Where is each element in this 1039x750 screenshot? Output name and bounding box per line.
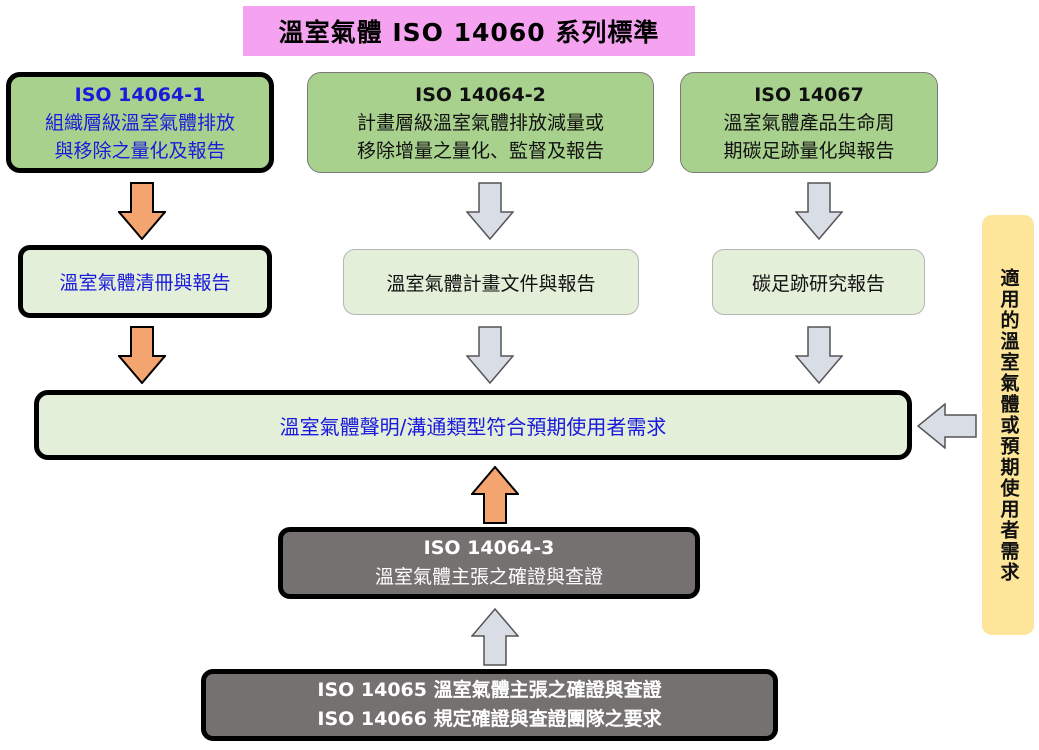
left-arrow-icon <box>917 403 977 449</box>
standard-code: ISO 14064-1 <box>74 83 206 106</box>
bottom-line1: ISO 14065 溫室氣體主張之確證與查證 <box>317 679 662 701</box>
standard-code: ISO 14067 <box>754 83 864 106</box>
down-arrow-icon <box>795 326 843 384</box>
verification-box-iso-14064-3: ISO 14064-3 溫室氣體主張之確證與查證 <box>278 527 700 599</box>
down-arrow-icon <box>466 182 514 240</box>
side-note-text: 適用的溫室氣體或預期使用者需求 <box>997 267 1020 583</box>
standard-desc-line2: 與移除之量化及報告 <box>54 139 226 162</box>
verification-code: ISO 14064-3 <box>423 537 555 559</box>
bottom-box-iso-14065-14066: ISO 14065 溫室氣體主張之確證與查證 ISO 14066 規定確證與查證… <box>201 669 778 741</box>
diagram-title: 溫室氣體 ISO 14060 系列標準 <box>243 6 695 56</box>
standard-desc-line1: 組織層級溫室氣體排放 <box>44 111 235 134</box>
output-box-project-report: 溫室氣體計畫文件與報告 <box>343 249 639 315</box>
down-arrow-icon <box>118 182 166 240</box>
up-arrow-icon <box>471 466 519 524</box>
standard-code: ISO 14064-2 <box>415 83 546 106</box>
claim-box: 溫室氣體聲明/溝通類型符合預期使用者需求 <box>34 390 912 460</box>
down-arrow-icon <box>118 326 166 384</box>
down-arrow-icon <box>795 182 843 240</box>
standard-box-iso-14064-1: ISO 14064-1 組織層級溫室氣體排放 與移除之量化及報告 <box>6 72 274 173</box>
output-box-inventory-report: 溫室氣體清冊與報告 <box>18 245 272 318</box>
verification-desc: 溫室氣體主張之確證與查證 <box>374 566 603 588</box>
bottom-line2: ISO 14066 規定確證與查證團隊之要求 <box>317 708 662 730</box>
standard-desc-line2: 移除增量之量化、監督及報告 <box>356 139 604 162</box>
up-arrow-icon <box>471 608 519 666</box>
down-arrow-icon <box>466 326 514 384</box>
standard-box-iso-14064-2: ISO 14064-2 計畫層級溫室氣體排放減量或 移除增量之量化、監督及報告 <box>307 72 654 173</box>
side-note: 適用的溫室氣體或預期使用者需求 <box>982 215 1034 635</box>
standard-desc-line2: 期碳足跡量化與報告 <box>723 139 895 162</box>
standard-box-iso-14067: ISO 14067 溫室氣體產品生命周 期碳足跡量化與報告 <box>680 72 938 173</box>
standard-desc-line1: 溫室氣體產品生命周 <box>723 111 895 134</box>
output-box-carbon-footprint-report: 碳足跡研究報告 <box>712 249 925 315</box>
standard-desc-line1: 計畫層級溫室氣體排放減量或 <box>356 111 604 134</box>
